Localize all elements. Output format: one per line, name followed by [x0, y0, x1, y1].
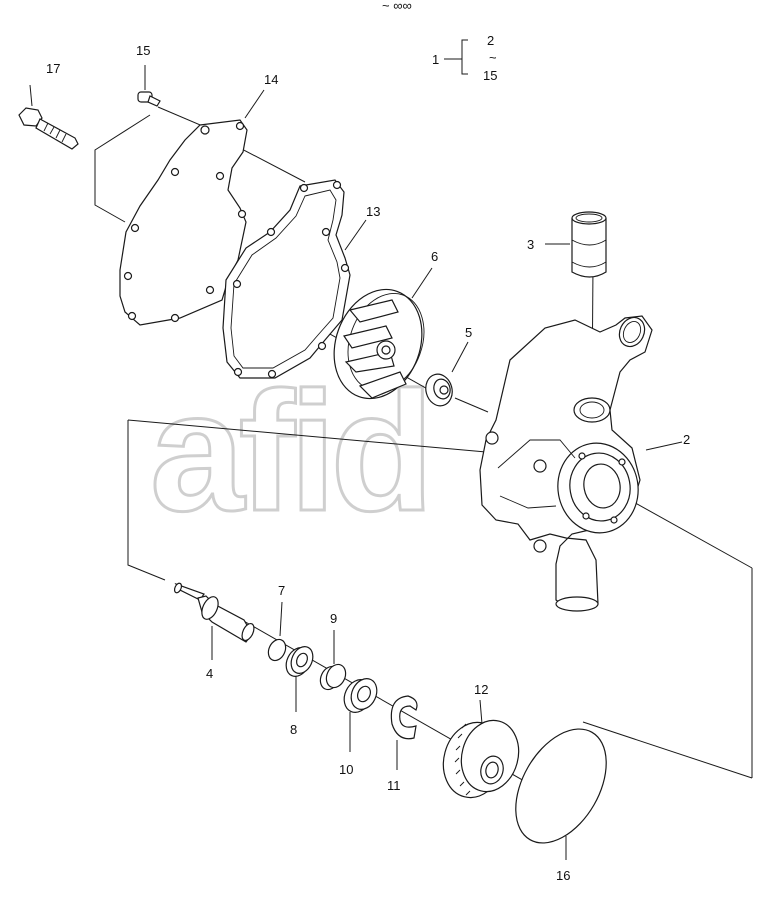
callout-5: 5 [465, 325, 472, 340]
callout-9: 9 [330, 611, 337, 626]
part-6-impeller [333, 267, 433, 400]
callout-11: 11 [387, 778, 401, 793]
header-mark: ~ ∞∞ [382, 0, 412, 13]
callout-8: 8 [290, 722, 297, 737]
part-4-shaft [173, 582, 255, 660]
part-14-cover-plate [119, 89, 265, 326]
part-9-spacer [319, 630, 347, 691]
part-13-gasket [222, 179, 367, 379]
callout-16: 16 [556, 868, 570, 883]
assembly-range-sep: ~ [489, 50, 497, 65]
part-16-disc [515, 728, 607, 860]
callout-2: 2 [683, 432, 690, 447]
callout-6: 6 [431, 249, 438, 264]
callout-3: 3 [527, 237, 534, 252]
assembly-range-start: 2 [487, 33, 494, 48]
callout-10: 10 [339, 762, 353, 777]
part-7-ring [267, 601, 287, 662]
assembly-label: 1 [432, 52, 439, 67]
callout-17: 17 [46, 61, 60, 76]
callout-7: 7 [278, 583, 285, 598]
callout-12: 12 [474, 682, 488, 697]
callout-15-top: 15 [136, 43, 150, 58]
part-2-pump-body [479, 315, 683, 612]
part-17-bolt [18, 84, 79, 150]
callout-4: 4 [206, 666, 213, 681]
part-8-bearing [285, 646, 314, 712]
part-15-screw [137, 65, 161, 107]
part-10-bearing [343, 678, 378, 752]
assembly-range-end: 15 [483, 68, 497, 83]
part-3-pipe [545, 211, 607, 278]
part-12-gear [442, 699, 520, 799]
callout-14: 14 [264, 72, 278, 87]
callout-13: 13 [366, 204, 380, 219]
callout-labels: 17 15 14 13 6 3 5 2 7 9 4 8 10 11 12 16 [46, 43, 690, 883]
part-5-seal [425, 341, 469, 407]
assembly-bracket: 1 2 ~ 15 [432, 33, 497, 83]
part-11-snap-ring [390, 695, 418, 770]
